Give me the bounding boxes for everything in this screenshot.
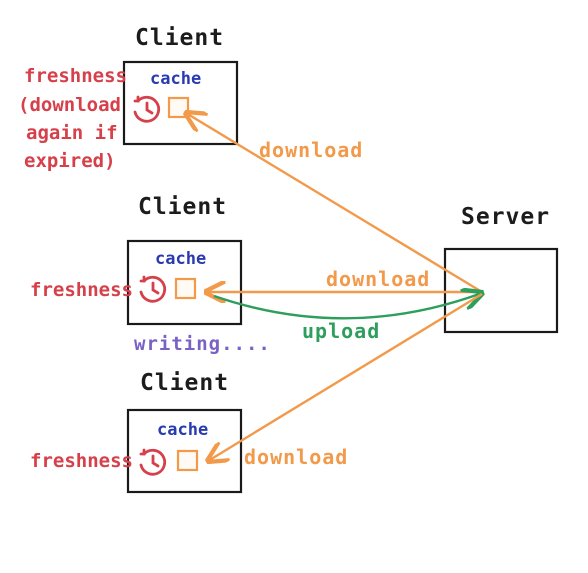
label-upload-client-2: upload: [302, 319, 380, 343]
client-1-freshness-note: freshness (download again if expired): [18, 65, 127, 172]
client-1-cache-label: cache: [150, 69, 201, 89]
client-1: Client cache freshness (download again i…: [18, 25, 239, 172]
client-2-box: [126, 239, 243, 326]
client-3: Client cache freshness: [30, 370, 243, 494]
server: Server: [443, 204, 559, 334]
client-2-cache-label: cache: [155, 249, 206, 269]
arrows: [186, 113, 482, 461]
clock-refresh-icon: [139, 448, 167, 476]
client-2-title: Client: [138, 194, 227, 220]
client-3-title: Client: [140, 370, 229, 396]
clock-refresh-icon: [133, 95, 161, 123]
cache-square-icon: [176, 449, 199, 472]
client-2-writing-status: writing....: [134, 333, 271, 355]
label-download-client-1: download: [259, 138, 363, 162]
client-3-cache-label: cache: [157, 420, 208, 440]
server-title: Server: [461, 204, 550, 230]
arrow-upload-client-2: [213, 293, 482, 320]
client-1-freshness-line-4: expired): [24, 150, 116, 172]
client-1-title: Client: [135, 25, 224, 51]
cache-square-icon: [174, 277, 197, 300]
cache-square-icon: [167, 96, 190, 119]
client-2: Client cache freshness writing....: [30, 194, 271, 355]
label-download-client-3: download: [244, 445, 348, 469]
label-download-client-2: download: [326, 267, 430, 291]
arrow-download-client-3: [208, 292, 483, 461]
client-1-box: [122, 60, 239, 146]
client-2-freshness: freshness: [30, 279, 133, 301]
arrow-download-client-1: [186, 113, 483, 294]
client-3-freshness: freshness: [30, 450, 133, 472]
client-1-freshness-line-2: (download: [18, 94, 121, 116]
clock-refresh-icon: [139, 275, 167, 303]
client-3-box: [126, 408, 243, 494]
client-1-freshness-line-1: freshness: [24, 65, 127, 87]
server-box: [443, 247, 559, 334]
client-1-freshness-line-3: again if: [26, 122, 118, 144]
